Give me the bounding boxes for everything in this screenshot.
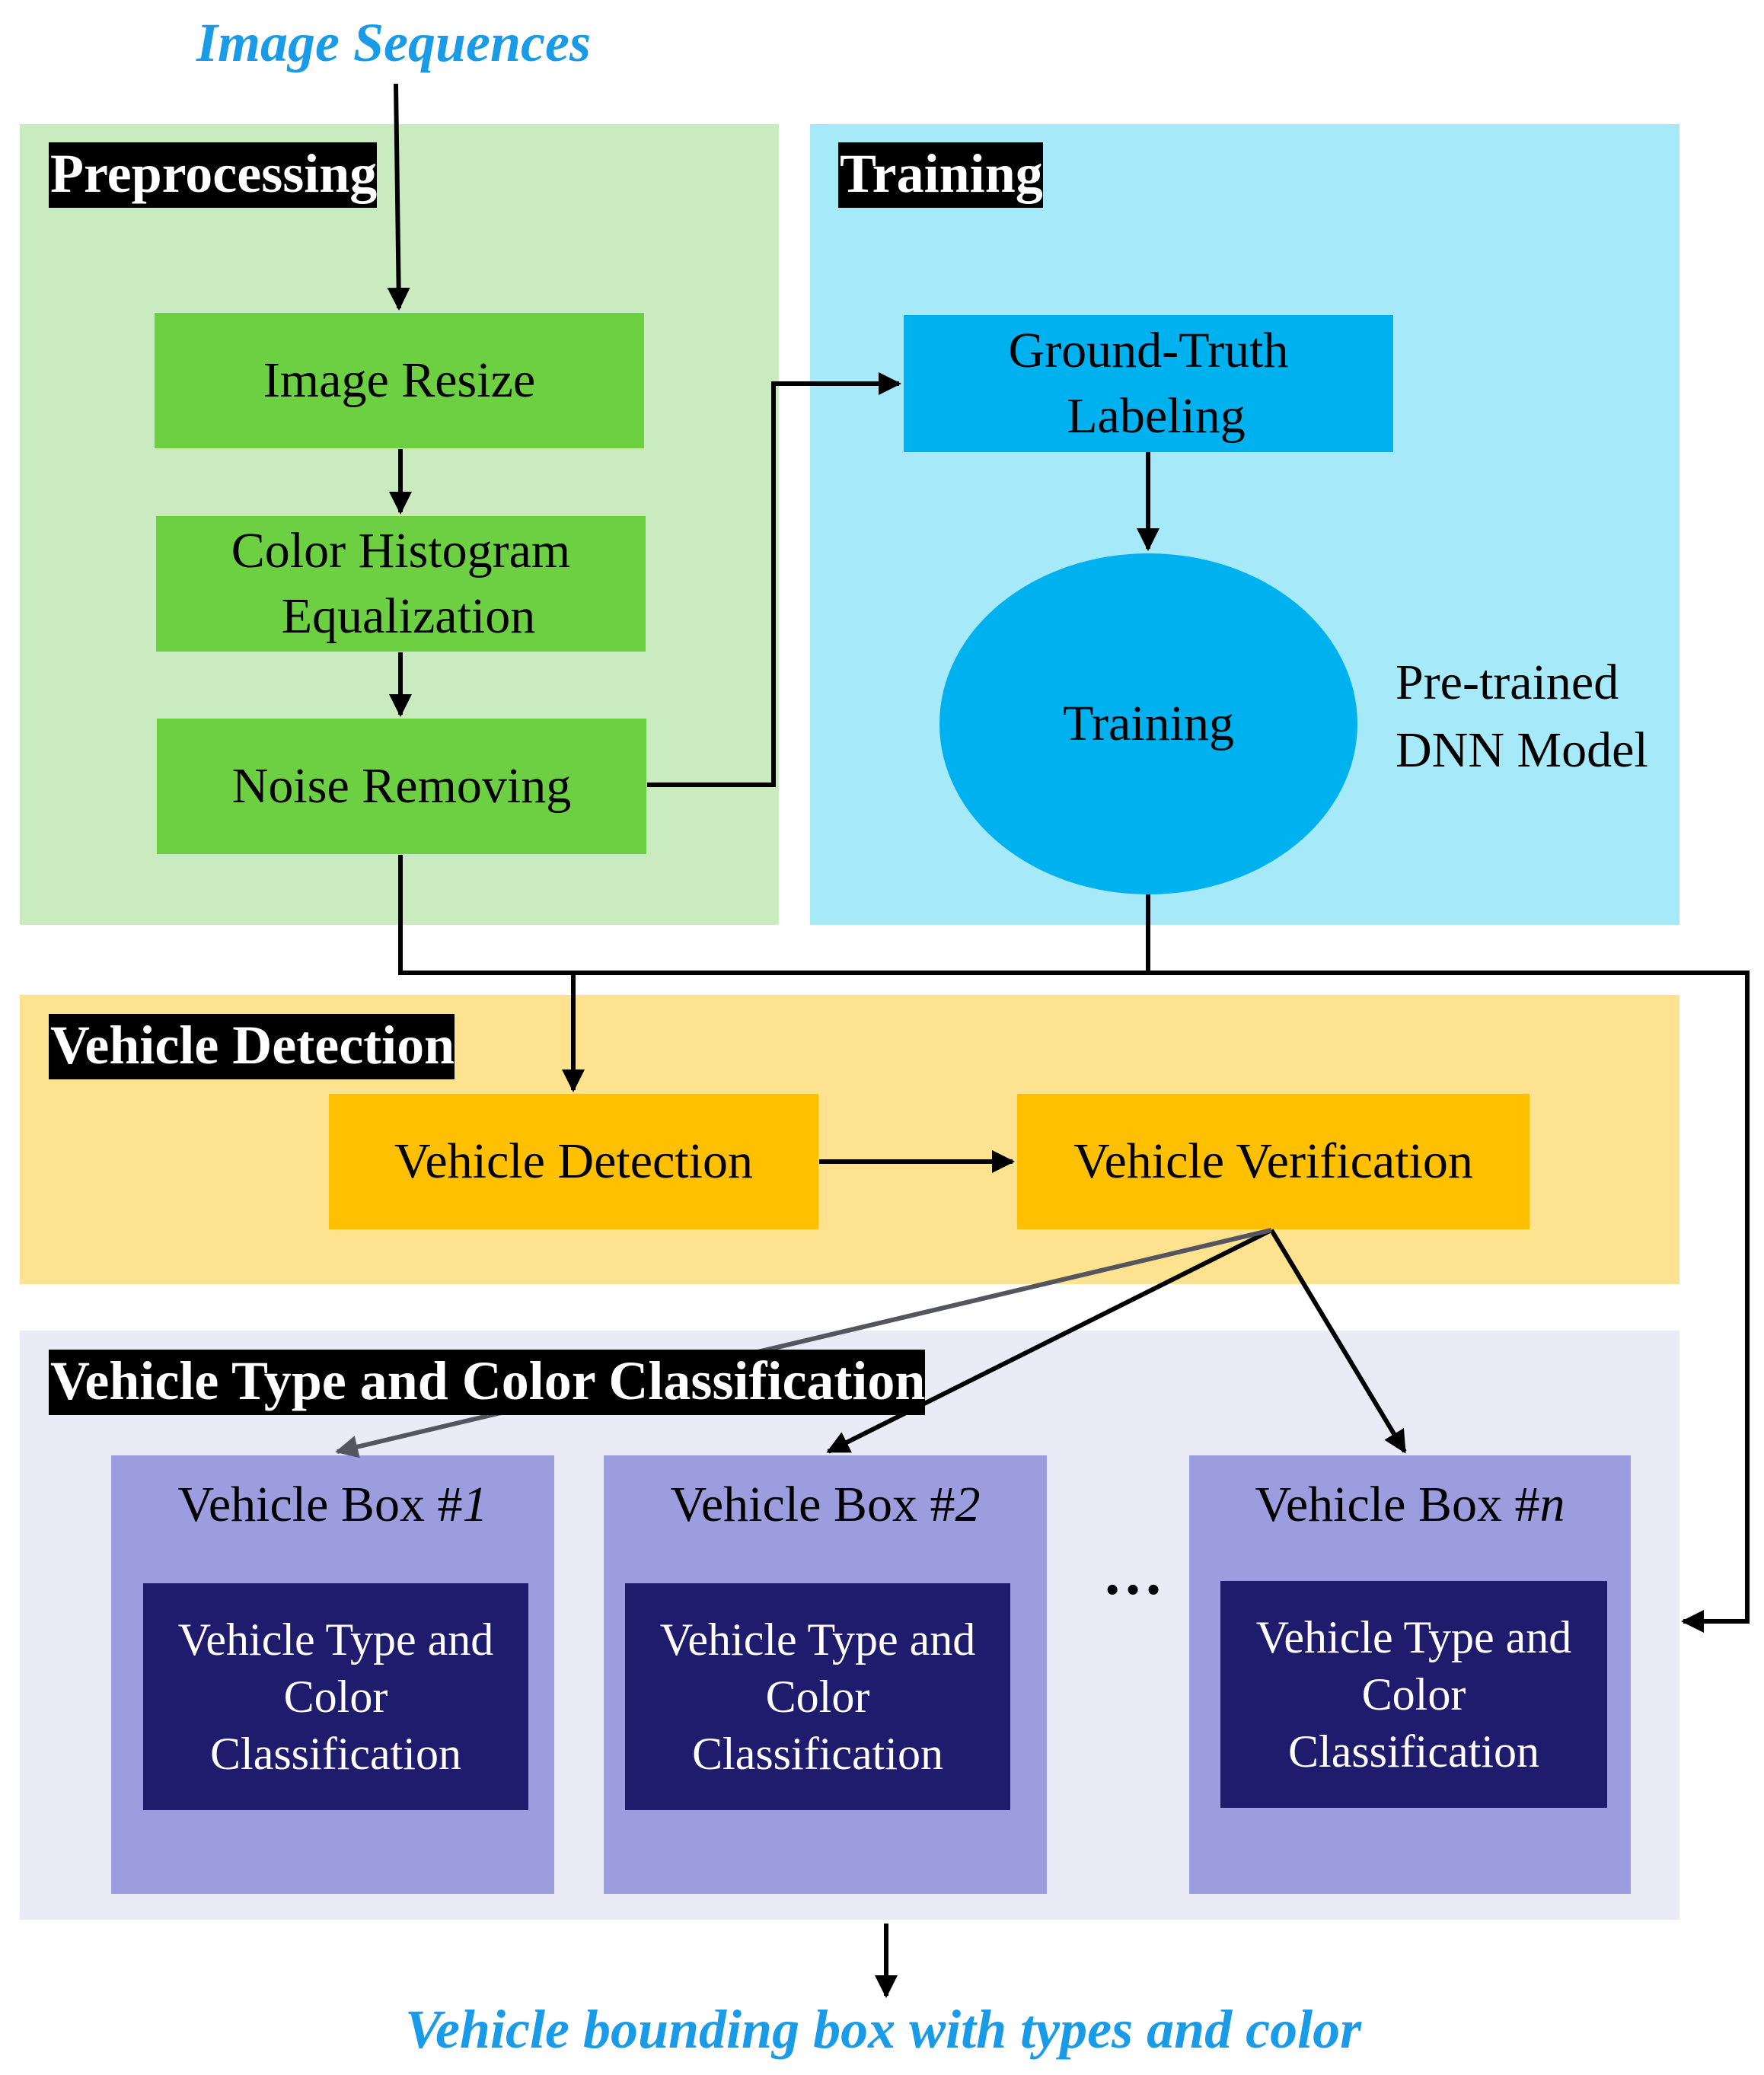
- vehicle-box-2-classifier: Vehicle Type and Color Classification: [625, 1583, 1010, 1810]
- color-histogram-line2: Equalization: [281, 588, 536, 644]
- classifier-2-line2: Color: [765, 1671, 870, 1722]
- arrow-noise-to-groundtruth: [647, 372, 901, 787]
- pretrained-line1: Pre-trained: [1396, 655, 1619, 710]
- training-ellipse: Training: [939, 553, 1357, 894]
- section-header-preprocessing: Preprocessing: [49, 142, 378, 208]
- section-header-classification-overlay: Vehicle Type and Color Classification: [49, 1350, 926, 1415]
- image-resize-box: Image Resize: [155, 313, 644, 448]
- vehicle-box-1-classifier: Vehicle Type and Color Classification: [143, 1583, 528, 1810]
- vehicle-box-n-classifier: Vehicle Type and Color Classification: [1220, 1581, 1607, 1808]
- classifier-n-line3: Classification: [1288, 1726, 1539, 1777]
- classifier-1-line1: Vehicle Type and: [177, 1614, 494, 1665]
- color-histogram-line1: Color Histogram: [231, 523, 571, 579]
- classifier-2-line3: Classification: [692, 1728, 943, 1779]
- pretrained-dnn-model-label: Pre-trained DNN Model: [1396, 649, 1648, 784]
- line-noise-to-merge: [398, 855, 1148, 975]
- vehicle-box-1-title-text: Vehicle Box #: [177, 1477, 463, 1532]
- vehicle-box-1-title: Vehicle Box #1: [111, 1480, 554, 1530]
- vehicle-box-1: Vehicle Box #1 Vehicle Type and Color Cl…: [111, 1455, 554, 1894]
- arrow-model-to-classification: [1148, 971, 1750, 1633]
- section-header-training: Training: [838, 142, 1043, 208]
- section-header-vehicle-detection: Vehicle Detection: [49, 1014, 455, 1079]
- vehicle-verification-box: Vehicle Verification: [1017, 1094, 1530, 1229]
- input-label: Image Sequences: [196, 12, 591, 73]
- ellipsis-dots: …: [1102, 1541, 1163, 1608]
- color-histogram-equalization-box: Color Histogram Equalization: [156, 516, 646, 652]
- vehicle-box-2-number: 2: [955, 1477, 981, 1532]
- classifier-2-line1: Vehicle Type and: [659, 1614, 976, 1665]
- vehicle-box-2-title-text: Vehicle Box #: [670, 1477, 955, 1532]
- arrow-verification-to-box-1: [335, 1228, 1272, 1458]
- vehicle-box-n-title-text: Vehicle Box #: [1255, 1477, 1540, 1532]
- classifier-n-line2: Color: [1361, 1669, 1466, 1720]
- classifier-1-line3: Classification: [210, 1728, 461, 1779]
- output-label: Vehicle bounding box with types and colo…: [405, 1999, 1362, 2060]
- vehicle-box-2: Vehicle Box #2 Vehicle Type and Color Cl…: [604, 1455, 1047, 1894]
- vehicle-box-2-title: Vehicle Box #2: [604, 1480, 1047, 1530]
- vehicle-detection-box: Vehicle Detection: [329, 1094, 818, 1229]
- ground-truth-line2: Labeling: [1067, 388, 1246, 444]
- vehicle-box-n-number: n: [1539, 1477, 1565, 1532]
- noise-removing-box: Noise Removing: [157, 719, 646, 854]
- arrow-verification-to-box-n: [1269, 1229, 1407, 1454]
- ground-truth-labeling-box: Ground-Truth Labeling: [904, 315, 1393, 452]
- arrow-verification-to-box-2: [826, 1228, 1273, 1454]
- vehicle-box-1-number: 1: [462, 1477, 488, 1532]
- classifier-1-line2: Color: [283, 1671, 388, 1722]
- vehicle-box-n: Vehicle Box #n Vehicle Type and Color Cl…: [1189, 1455, 1631, 1894]
- vehicle-box-n-title: Vehicle Box #n: [1189, 1480, 1631, 1530]
- classifier-n-line1: Vehicle Type and: [1255, 1611, 1572, 1662]
- ground-truth-line1: Ground-Truth: [1008, 323, 1289, 379]
- arrow-input-to-resize: [387, 83, 410, 311]
- pretrained-line2: DNN Model: [1396, 722, 1648, 779]
